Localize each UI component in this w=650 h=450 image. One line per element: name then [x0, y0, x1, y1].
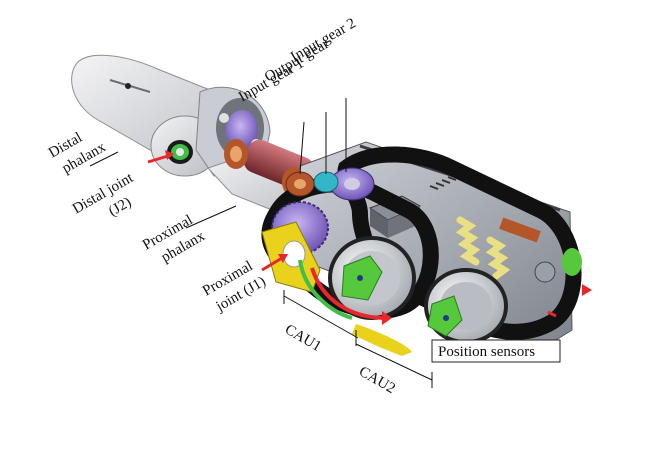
input-gear-1-part: [285, 171, 315, 197]
pulley-cau1: [328, 236, 416, 320]
motion-arrows: [298, 259, 592, 325]
pulley-cau2: [424, 268, 508, 344]
proximal-joint-arrow: [261, 254, 288, 272]
input-gear-2-part: [329, 167, 375, 201]
right-sensor: [562, 248, 582, 276]
cau1-label: CAU1: [282, 322, 324, 355]
spring-assembly: [455, 216, 556, 283]
input-gear-1-label: Input gear 1: [236, 55, 307, 105]
belt-drive-2: [337, 146, 582, 340]
cau2-label: CAU2: [356, 364, 398, 397]
position-sensors-label: Position sensors: [438, 344, 535, 360]
output-gear-part: [313, 171, 339, 193]
leader-lines: [89, 98, 433, 388]
distal-joint-arrow: [147, 150, 174, 164]
position-sensors-callout: Position sensors: [431, 339, 561, 363]
